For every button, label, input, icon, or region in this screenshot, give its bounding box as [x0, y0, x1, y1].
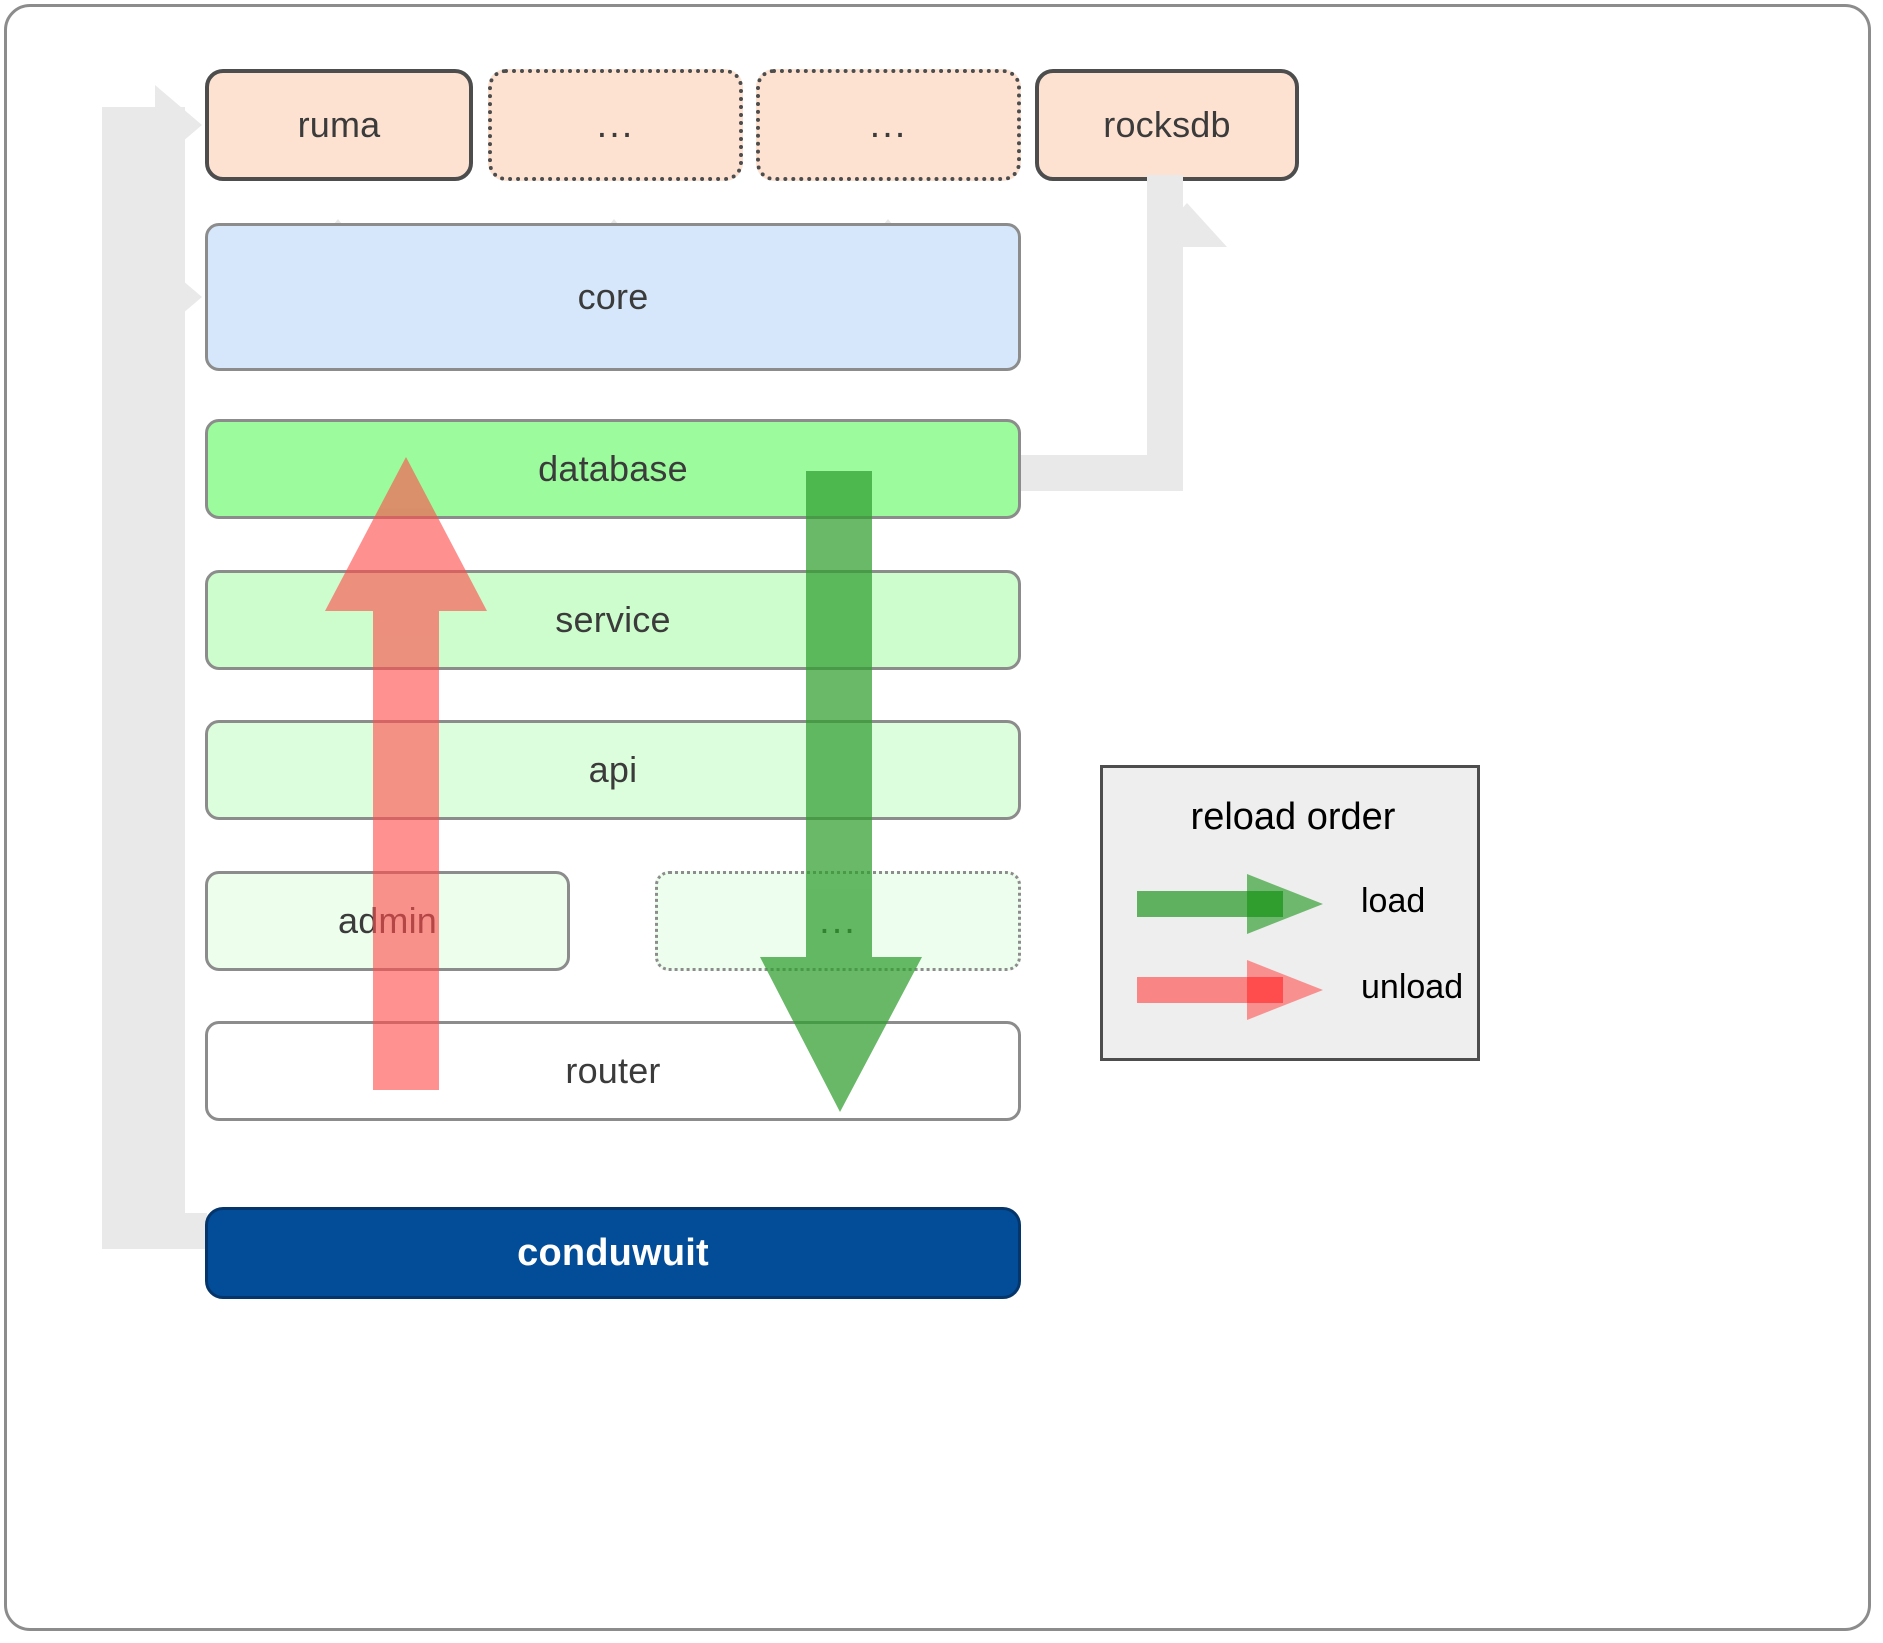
layer-box-router[interactable]: router: [205, 1021, 1021, 1121]
connector-database-to-rocksdb: [1021, 175, 1183, 491]
connector-branch-core: [102, 257, 202, 337]
dependency-box-placeholder-1[interactable]: ...: [488, 69, 743, 181]
legend-title: reload order: [1190, 796, 1396, 838]
layer-label-service: service: [555, 599, 671, 640]
connector-branch-ruma: [102, 85, 202, 165]
layer-box-admin[interactable]: admin: [205, 871, 570, 971]
layer-label-core: core: [577, 276, 649, 317]
dependency-box-ruma[interactable]: ruma: [205, 69, 473, 181]
dependency-label-rocksdb: rocksdb: [1103, 104, 1231, 145]
legend-box: reload order load unload: [1100, 765, 1480, 1061]
layer-label-placeholder-low: ...: [819, 900, 857, 942]
diagram-canvas: ruma ... ... rocksdb core database servi…: [4, 4, 1871, 1631]
binary-box-conduwuit[interactable]: conduwuit: [205, 1207, 1021, 1299]
layer-box-database[interactable]: database: [205, 419, 1021, 519]
layer-box-api[interactable]: api: [205, 720, 1021, 820]
dependency-box-placeholder-2[interactable]: ...: [756, 69, 1021, 181]
legend-row-unload: unload: [1103, 958, 1483, 1022]
dependency-label-ruma: ruma: [297, 104, 381, 145]
binary-label-conduwuit: conduwuit: [517, 1232, 709, 1274]
legend-label-unload: unload: [1361, 968, 1464, 1006]
dependency-label-placeholder-2: ...: [869, 104, 908, 146]
load-arrow-icon: [1137, 874, 1323, 934]
layer-box-core[interactable]: core: [205, 223, 1021, 371]
connector-arrowhead-rocksdb: [1147, 203, 1227, 247]
layer-box-service[interactable]: service: [205, 570, 1021, 670]
connector-trunk-to-conduwuit: [102, 1213, 207, 1249]
legend-row-load: load: [1103, 872, 1483, 936]
layer-label-api: api: [588, 749, 638, 790]
unload-arrow-icon: [1137, 960, 1323, 1020]
layer-box-placeholder-low[interactable]: ...: [655, 871, 1021, 971]
layer-label-admin: admin: [337, 900, 438, 941]
layer-label-database: database: [538, 448, 688, 489]
legend-label-load: load: [1361, 882, 1426, 920]
connector-conduwuit-to-ruma-and-core: [102, 107, 185, 1249]
layer-label-router: router: [565, 1050, 661, 1091]
dependency-label-placeholder-1: ...: [596, 104, 635, 146]
